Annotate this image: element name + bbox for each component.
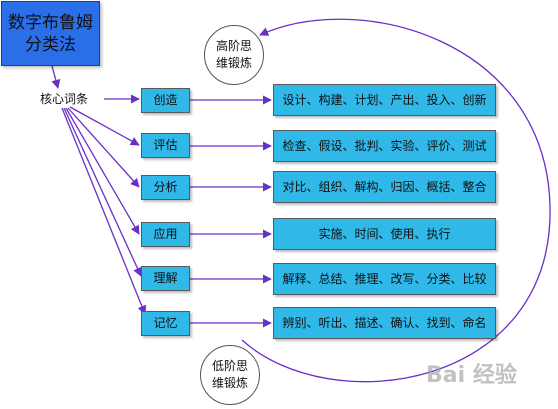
level-create: 创造 (141, 88, 190, 113)
verbs-remember: 辨别、听出、描述、确认、找到、命名 (273, 307, 496, 339)
diagram-title: 数字布鲁姆分类法 (1, 1, 100, 66)
arrow-core-apply (65, 107, 140, 235)
low-order-thinking-label: 低阶思维锻炼 (200, 345, 260, 405)
high-order-thinking-label: 高阶思维锻炼 (204, 25, 264, 85)
arrow-core-understand (63, 107, 142, 277)
verbs-create: 设计、构建、计划、产出、投入、创新 (273, 84, 496, 116)
arrow-core-remember (61, 107, 147, 315)
core-terms-label: 核心词条 (39, 92, 88, 106)
level-understand: 理解 (141, 266, 190, 291)
arc-connector (241, 18, 551, 383)
arrow-core-evaluate (69, 106, 140, 146)
verbs-apply: 实施、时间、使用、执行 (273, 218, 496, 250)
arrow-core-analyze (67, 107, 140, 188)
arrow-title-core (51, 65, 61, 89)
verbs-analyze: 对比、组织、解构、归因、概括、整合 (273, 171, 496, 203)
watermark-logo: Bai 经验 (426, 363, 517, 388)
level-apply: 应用 (141, 222, 190, 247)
level-analyze: 分析 (141, 175, 190, 200)
verbs-evaluate: 检查、假设、批判、实验、评价、测试 (273, 130, 496, 162)
verbs-understand: 解释、总结、推理、改写、分类、比较 (273, 263, 496, 295)
level-evaluate: 评估 (141, 133, 190, 158)
level-remember: 记忆 (141, 311, 190, 336)
